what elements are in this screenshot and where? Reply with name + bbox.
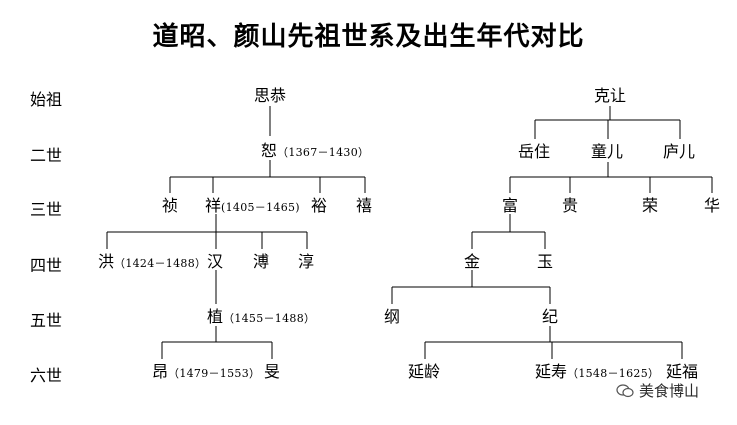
- left-node-ang: 昂（1479－1553）: [152, 362, 260, 384]
- generation-label-5: 五世: [30, 311, 63, 330]
- person-name: 岳住: [518, 142, 551, 161]
- person-name: 洪: [98, 252, 115, 271]
- right-node-rong: 荣: [642, 196, 658, 216]
- right-node-ji: 纪: [542, 307, 558, 327]
- person-name: 童儿: [591, 142, 624, 161]
- left-node-chun: 淳: [298, 252, 314, 272]
- right-node-yanfu: 延福: [666, 362, 698, 382]
- right-node-yu: 玉: [537, 252, 553, 272]
- person-name: 金: [464, 252, 481, 271]
- right-node-jin: 金: [464, 252, 480, 272]
- right-node-hua: 华: [704, 196, 720, 216]
- person-years: （1455－1488）: [223, 312, 316, 325]
- person-name: 汉: [207, 252, 224, 271]
- right-node-fu: 富: [502, 196, 518, 216]
- person-name: 克让: [594, 86, 627, 105]
- person-name: 祥: [205, 196, 222, 215]
- generation-label-4: 四世: [30, 256, 63, 275]
- generation-label-6: 六世: [30, 366, 63, 385]
- person-name: 恕: [261, 141, 278, 160]
- right-node-gui: 贵: [562, 196, 578, 216]
- person-name: 纲: [384, 307, 401, 326]
- person-name: 思恭: [254, 86, 287, 105]
- wechat-icon: [616, 384, 634, 398]
- right-node-yanshou: 延寿（1548－1625）: [535, 362, 659, 384]
- left-node-sigong: 思恭: [254, 86, 286, 106]
- person-name: 禧: [356, 196, 373, 215]
- person-name: 溥: [253, 252, 270, 271]
- right-node-yanling: 延龄: [408, 362, 440, 382]
- person-years: （1548－1625）: [567, 367, 660, 380]
- right-node-gang: 纲: [384, 307, 400, 327]
- generation-label-2: 二世: [30, 146, 63, 165]
- person-name: 华: [704, 196, 721, 215]
- person-years: （1424－1488）: [114, 257, 207, 270]
- person-name: 玉: [537, 252, 554, 271]
- right-node-yuezhu: 岳住: [518, 142, 550, 162]
- left-node-yu: 裕: [311, 196, 327, 216]
- watermark-text: 美食博山: [639, 382, 700, 400]
- watermark: 美食博山: [616, 380, 699, 401]
- generation-label-1: 始祖: [30, 90, 63, 109]
- left-node-xiang: 祥(1405－1465): [205, 196, 300, 218]
- person-name: 富: [502, 196, 519, 215]
- right-node-tonger: 童儿: [591, 142, 623, 162]
- left-node-min: 旻: [264, 362, 280, 382]
- left-node-zhen: 祯: [162, 196, 178, 216]
- generation-label-3: 三世: [30, 200, 63, 219]
- person-name: 延寿: [535, 362, 568, 381]
- person-name: 淳: [298, 252, 315, 271]
- person-name: 庐儿: [663, 142, 696, 161]
- person-name: 贵: [562, 196, 579, 215]
- person-name: 祯: [162, 196, 179, 215]
- person-name: 延福: [666, 362, 699, 381]
- person-name: 裕: [311, 196, 328, 215]
- person-years: （1367－1430）: [277, 146, 370, 159]
- left-node-shu: 恕（1367－1430）: [261, 141, 369, 163]
- left-node-zhi: 植（1455－1488）: [207, 307, 315, 329]
- person-name: 旻: [264, 362, 281, 381]
- left-node-xi: 禧: [356, 196, 372, 216]
- right-node-kerang: 克让: [594, 86, 626, 106]
- person-name: 昂: [152, 362, 169, 381]
- person-years: (1405－1465): [221, 201, 300, 214]
- left-node-hong: 洪（1424－1488）: [98, 252, 206, 274]
- left-node-han: 汉: [207, 252, 223, 272]
- left-node-pu: 溥: [253, 252, 269, 272]
- person-name: 植: [207, 307, 224, 326]
- person-years: （1479－1553）: [168, 367, 261, 380]
- person-name: 荣: [642, 196, 659, 215]
- person-name: 纪: [542, 307, 559, 326]
- diagram-title: 道昭、颜山先祖世系及出生年代对比: [152, 22, 585, 52]
- person-name: 延龄: [408, 362, 441, 381]
- right-node-luer: 庐儿: [663, 142, 695, 162]
